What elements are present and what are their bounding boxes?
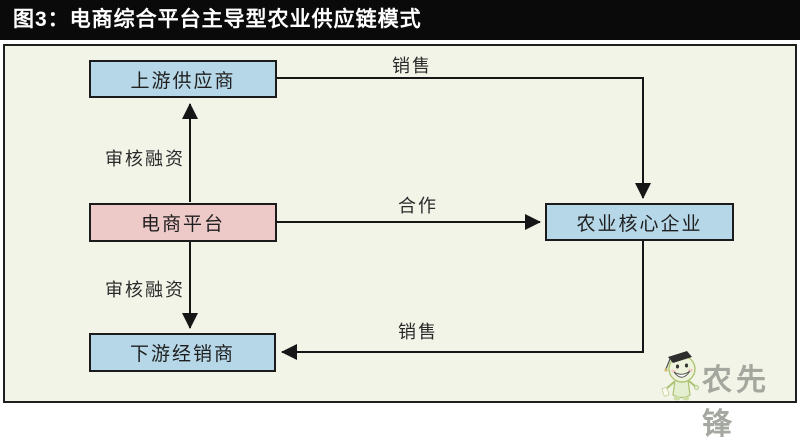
- node-downstream-distributor-label: 下游经销商: [129, 344, 235, 365]
- edge-label-finance-upper: 审核融资: [105, 149, 185, 169]
- farmer-pioneer-mascot-icon: [661, 351, 699, 401]
- node-ecommerce-platform: 电商平台: [89, 203, 277, 242]
- node-upstream-supplier-label: 上游供应商: [130, 70, 236, 92]
- watermark-brand-text: 农先锋: [702, 364, 770, 441]
- edge-label-sales-top: 销售: [392, 56, 432, 76]
- figure-title: 图3：电商综合平台主导型农业供应链模式: [0, 0, 800, 40]
- edge-label-cooperation: 合作: [398, 196, 438, 216]
- edge-label-finance-lower: 审核融资: [105, 280, 185, 300]
- node-ecommerce-platform-label: 电商平台: [140, 214, 225, 235]
- node-downstream-distributor: 下游经销商: [89, 333, 276, 372]
- node-agri-core-enterprise-label: 农业核心企业: [576, 213, 703, 235]
- edge-label-sales-bottom: 销售: [398, 322, 438, 342]
- node-agri-core-enterprise: 农业核心企业: [545, 203, 734, 241]
- node-upstream-supplier: 上游供应商: [89, 60, 277, 98]
